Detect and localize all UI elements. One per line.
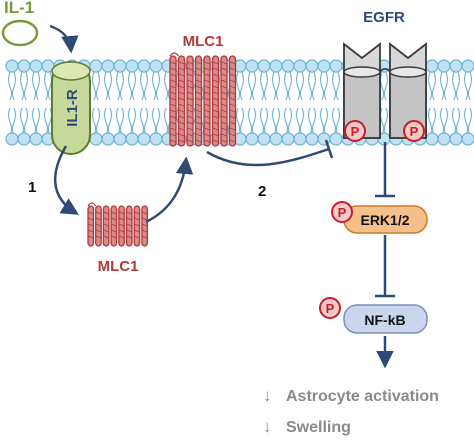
il1-binding-arrow <box>49 24 79 54</box>
il1-receptor-label: IL1-R <box>64 89 81 127</box>
outcome1-arrow: ↓ <box>263 386 272 405</box>
il1-label: IL-1 <box>4 0 34 17</box>
outcome-swelling: ↓ Swelling <box>263 417 351 436</box>
outcome2-arrow: ↓ <box>263 417 272 436</box>
outcome1-label: Astrocyte activation <box>286 388 439 405</box>
erk-label: ERK1/2 <box>360 212 409 228</box>
step2-label: 2 <box>258 183 266 200</box>
egfr-phospho-left: P <box>344 120 366 142</box>
step1-label: 1 <box>28 179 36 196</box>
egfr-dimer: EGFR <box>343 9 427 139</box>
mlc1-internal-protein: MLC1 <box>87 202 149 275</box>
mlc1-internal-label: MLC1 <box>98 258 139 275</box>
il1-receptor: IL1-R <box>51 61 91 155</box>
step1-arrow <box>54 145 79 215</box>
svg-text:P: P <box>326 301 335 316</box>
egfr-phospho-right: P <box>403 120 425 142</box>
nfkb-node: NF-kB P <box>319 297 428 334</box>
outcome-astrocyte-activation: ↓ Astrocyte activation <box>263 386 439 405</box>
egfr-label: EGFR <box>363 9 405 26</box>
svg-text:P: P <box>351 124 360 139</box>
svg-text:P: P <box>410 124 419 139</box>
nfkb-phospho <box>319 297 341 319</box>
outcome2-label: Swelling <box>286 419 351 436</box>
erk-node: ERK1/2 P <box>331 201 428 234</box>
step2-inhibition <box>206 147 330 167</box>
svg-text:P: P <box>338 205 347 220</box>
il1-ligand <box>1 19 39 47</box>
nfkb-label: NF-kB <box>364 312 405 328</box>
mlc1-membrane-label: MLC1 <box>183 33 224 50</box>
mlc1-recycling-arrow <box>145 156 194 224</box>
erk-phospho <box>331 201 353 223</box>
mlc1-membrane-protein: MLC1 <box>169 33 237 147</box>
